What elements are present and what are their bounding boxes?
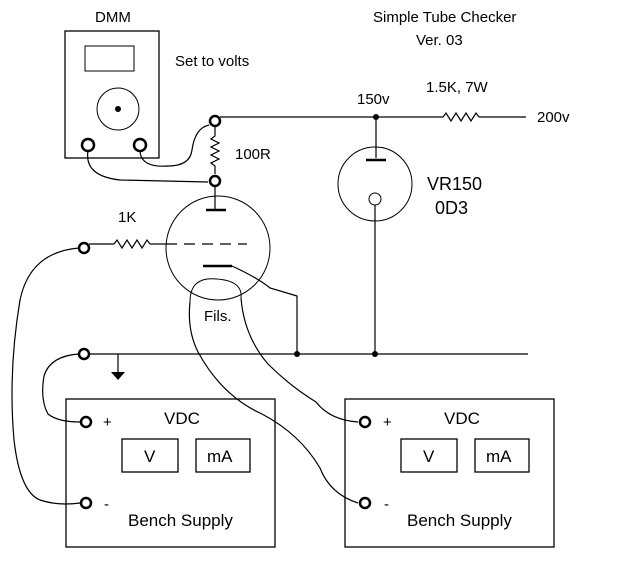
filament-wire-a (188, 301, 359, 504)
title-line-2: Ver. 03 (416, 32, 463, 49)
bench-supply-right-plus-label: + (383, 414, 392, 431)
regulated-voltage-label: 150v (357, 91, 390, 108)
ground-terminal (77, 347, 91, 361)
plate-resistor-label: 100R (235, 146, 271, 163)
grid-terminal (77, 241, 91, 255)
dropper-resistor (442, 111, 480, 123)
bench-supply-left-minus-label: - (104, 496, 109, 513)
bench-supply-left-header: VDC (164, 409, 200, 428)
regulator-cathode (368, 192, 382, 206)
bench-supply-right-volt-meter (400, 438, 458, 473)
bench-supply-left-volt-meter (121, 438, 179, 473)
dmm-lead-cathode (87, 150, 209, 183)
plate-resistor (209, 126, 221, 174)
bench-supply-right-volt-meter-label: V (423, 447, 435, 466)
bench-supply-right-current-meter-label: mA (486, 447, 512, 466)
ground-supply-wire (42, 353, 81, 423)
dmm-dial (96, 87, 140, 131)
plate-terminal-top (208, 114, 222, 128)
title-line-1: Simple Tube Checker (373, 9, 516, 26)
dmm-body (64, 30, 160, 159)
bench-supply-right-minus-label: - (384, 496, 389, 513)
dropper-resistor-label: 1.5K, 7W (426, 79, 489, 96)
regulator-label-line-2: 0D3 (435, 198, 468, 218)
bench-supply-left-minus-terminal (79, 496, 93, 510)
junction-dot-cathode (294, 351, 300, 357)
bench-supply-right-header: VDC (444, 409, 480, 428)
junction-dot-regulator (372, 351, 378, 357)
dmm-terminal-left (80, 137, 96, 153)
bench-supply-right-footer: Bench Supply (407, 511, 512, 530)
bench-supply-left-current-meter (195, 438, 251, 473)
test-tube-heater (189, 278, 242, 303)
dmm-dial-center (115, 106, 121, 112)
dmm-label: DMM (95, 9, 131, 26)
bench-supply-right-current-meter (474, 438, 530, 473)
grid-supply-wire (11, 247, 81, 505)
bench-supply-left-footer: Bench Supply (128, 511, 233, 530)
bench-supply-right (344, 398, 555, 548)
plate-terminal-bottom (208, 174, 222, 188)
bench-supply-left-volt-meter-label: V (144, 447, 156, 466)
input-voltage-label: 200v (537, 109, 570, 126)
bench-supply-left-current-meter-label: mA (207, 447, 233, 466)
bench-supply-left-plus-terminal (79, 415, 93, 429)
test-tube-envelope (165, 195, 271, 301)
bench-supply-right-minus-terminal (358, 496, 372, 510)
grid-resistor (113, 238, 151, 250)
bench-supply-left (65, 398, 276, 548)
dmm-note: Set to volts (175, 53, 249, 70)
bench-supply-right-plus-terminal (358, 415, 372, 429)
cathode-lead (231, 265, 298, 354)
filament-label: Fils. (204, 308, 232, 325)
bench-supply-left-plus-label: + (103, 414, 112, 431)
dmm-terminal-right (132, 137, 148, 153)
dmm-lead-plate (139, 124, 210, 167)
filament-wire-b (240, 297, 359, 423)
ground-symbol (111, 372, 125, 380)
regulator-label-line-1: VR150 (427, 174, 482, 194)
dmm-display (84, 45, 135, 72)
grid-resistor-label: 1K (118, 209, 136, 226)
